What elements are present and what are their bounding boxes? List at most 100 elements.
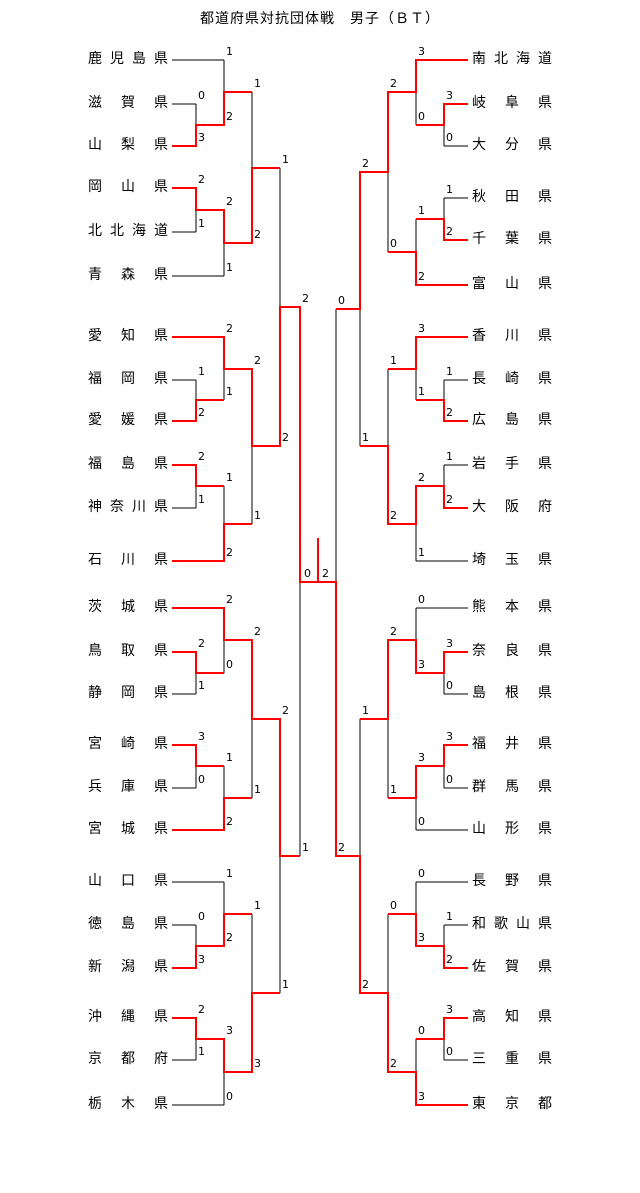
score-label: 2 [282,704,289,717]
score-label: 1 [302,841,309,854]
score-label: 2 [226,322,233,335]
score-label: 2 [226,931,233,944]
score-label: 1 [198,493,205,506]
score-label: 2 [390,509,397,522]
score-label: 1 [362,431,369,444]
score-label: 3 [226,1024,233,1037]
score-label: 3 [446,89,453,102]
team-label: 長野県 [472,873,552,889]
score-label: 0 [418,867,425,880]
team-label: 東京都 [472,1096,552,1112]
score-label: 2 [338,841,345,854]
team-label: 三重県 [472,1051,552,1067]
score-label: 3 [446,637,453,650]
score-label: 2 [390,625,397,638]
team-label: 福島県 [88,456,168,472]
score-label: 0 [390,237,397,250]
team-label: 岐阜県 [472,95,552,111]
score-label: 2 [446,953,453,966]
team-label: 京都府 [88,1051,168,1067]
team-label: 兵庫県 [88,779,168,795]
score-label: 2 [198,406,205,419]
score-label: 0 [446,1045,453,1058]
score-label: 3 [198,953,205,966]
score-label: 1 [254,77,261,90]
team-label: 岩手県 [472,456,552,472]
score-label: 1 [390,354,397,367]
team-label: 福井県 [472,736,552,752]
score-label: 1 [226,385,233,398]
team-label: 埼玉県 [472,552,552,568]
final-score-right: 2 [322,567,329,580]
team-label: 宮崎県 [88,736,168,752]
team-label: 佐賀県 [472,959,552,975]
score-label: 1 [418,204,425,217]
score-label: 1 [198,679,205,692]
score-label: 2 [302,292,309,305]
score-label: 1 [198,365,205,378]
team-label: 群馬県 [472,779,552,795]
score-label: 2 [198,637,205,650]
score-label: 2 [390,77,397,90]
score-label: 1 [446,450,453,463]
score-label: 3 [418,45,425,58]
score-label: 1 [362,704,369,717]
score-label: 1 [254,899,261,912]
score-label: 3 [198,730,205,743]
score-label: 2 [226,195,233,208]
score-label: 0 [446,679,453,692]
team-label: 大分県 [472,137,552,153]
team-label: 北北海道 [88,223,168,239]
team-label: 青森県 [88,267,168,283]
score-label: 3 [446,1003,453,1016]
team-label: 福岡県 [88,371,168,387]
score-label: 3 [418,931,425,944]
team-label: 愛媛県 [88,412,168,428]
score-label: 0 [446,773,453,786]
team-label: 香川県 [472,328,552,344]
team-label: 山口県 [88,873,168,889]
score-label: 1 [446,365,453,378]
score-label: 2 [390,1057,397,1070]
score-label: 0 [198,910,205,923]
score-label: 1 [226,261,233,274]
score-label: 3 [418,658,425,671]
score-label: 2 [226,110,233,123]
team-label: 島根県 [472,685,552,701]
score-label: 1 [198,217,205,230]
score-label: 1 [418,385,425,398]
score-label: 1 [254,509,261,522]
score-label: 1 [254,783,261,796]
score-label: 3 [418,1090,425,1103]
team-label: 徳島県 [88,916,168,932]
score-label: 1 [390,783,397,796]
score-label: 2 [198,173,205,186]
score-label: 0 [418,1024,425,1037]
score-label: 1 [446,183,453,196]
score-label: 2 [362,157,369,170]
score-label: 1 [446,910,453,923]
score-label: 2 [254,625,261,638]
score-label: 0 [226,658,233,671]
score-label: 0 [418,593,425,606]
team-label: 鹿児島県 [88,51,168,67]
score-label: 2 [226,546,233,559]
team-label: 熊本県 [472,599,552,615]
team-label: 広島県 [472,412,552,428]
bracket-lines-black [172,59,468,1106]
score-label: 2 [198,450,205,463]
score-label: 1 [418,546,425,559]
score-label: 3 [418,322,425,335]
team-label: 滋賀県 [88,95,168,111]
score-label: 1 [282,978,289,991]
score-label: 1 [226,45,233,58]
team-label: 高知県 [472,1009,552,1025]
page-title: 都道府県対抗団体戦 男子（ＢＴ） [200,11,440,27]
team-label: 南北海道 [472,51,552,67]
team-label: 大阪府 [472,499,552,515]
score-label: 3 [446,730,453,743]
score-label: 2 [282,431,289,444]
score-label: 2 [418,471,425,484]
team-label: 鳥取県 [88,643,168,659]
